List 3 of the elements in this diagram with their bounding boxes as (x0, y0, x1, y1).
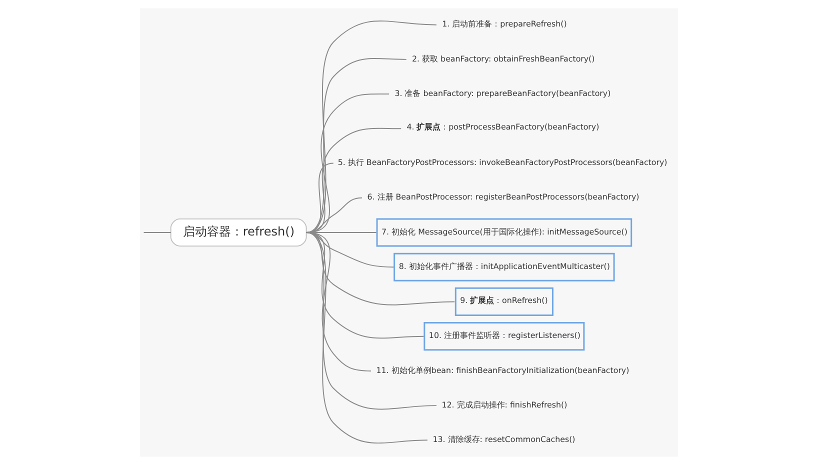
connector (305, 232, 428, 444)
node-box: 启动容器：refresh() (170, 218, 306, 246)
connector (142, 232, 171, 233)
